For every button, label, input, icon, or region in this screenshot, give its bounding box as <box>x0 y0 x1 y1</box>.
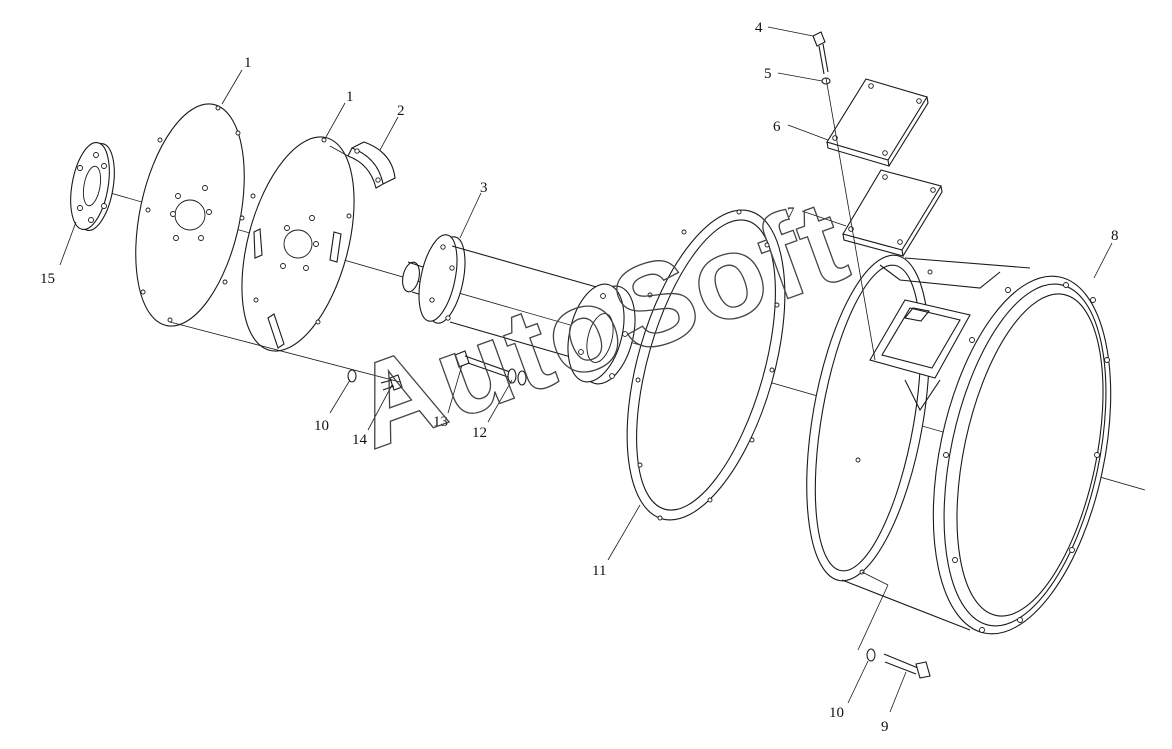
callout-labels: 1 1 2 3 4 5 6 7 8 9 10 10 11 12 13 14 15 <box>40 20 1119 735</box>
callout-15: 15 <box>40 271 55 287</box>
callout-10a: 10 <box>314 418 329 434</box>
callout-12: 12 <box>472 425 487 441</box>
leader-lines <box>59 26 1113 713</box>
callout-1a: 1 <box>244 55 252 71</box>
assembly-line-4-7 <box>825 77 876 361</box>
part-4-screw <box>812 31 829 75</box>
callout-11: 11 <box>592 563 606 579</box>
part-13-bolt <box>454 350 511 378</box>
part-3-shaft-assembly <box>402 234 636 385</box>
assembly-line-9b <box>857 584 889 651</box>
part-15-flange <box>70 142 115 231</box>
part-2-bracket <box>329 141 396 189</box>
callout-10b: 10 <box>829 705 844 721</box>
part-12-washer <box>507 368 527 386</box>
callout-2: 2 <box>397 103 405 119</box>
callout-6: 6 <box>773 119 781 135</box>
part-1-flex-plate-b <box>241 136 355 352</box>
leader-axis-10-14 <box>169 321 401 383</box>
part-7-cover-plate <box>842 169 943 257</box>
callout-13: 13 <box>433 414 448 430</box>
part-8-flywheel-housing <box>806 254 1112 635</box>
part-10-washer-a <box>347 369 357 383</box>
part-11-gasket <box>626 209 786 521</box>
watermark-text: AutoSoft <box>336 175 864 475</box>
callout-1b: 1 <box>346 89 354 105</box>
callout-14: 14 <box>352 432 368 448</box>
callout-5: 5 <box>764 66 772 82</box>
part-10-washer-b <box>866 648 876 662</box>
assembly-line-9 <box>861 571 889 586</box>
callout-8: 8 <box>1111 228 1119 244</box>
callout-9: 9 <box>881 719 889 735</box>
part-6-cover-plate <box>826 78 929 167</box>
callout-7: 7 <box>787 205 795 221</box>
part-1-flex-plate-a <box>135 103 245 327</box>
part-9-bolt <box>883 653 931 679</box>
part-14-bolt <box>380 374 403 391</box>
callout-3: 3 <box>480 180 488 196</box>
callout-4: 4 <box>755 20 763 36</box>
